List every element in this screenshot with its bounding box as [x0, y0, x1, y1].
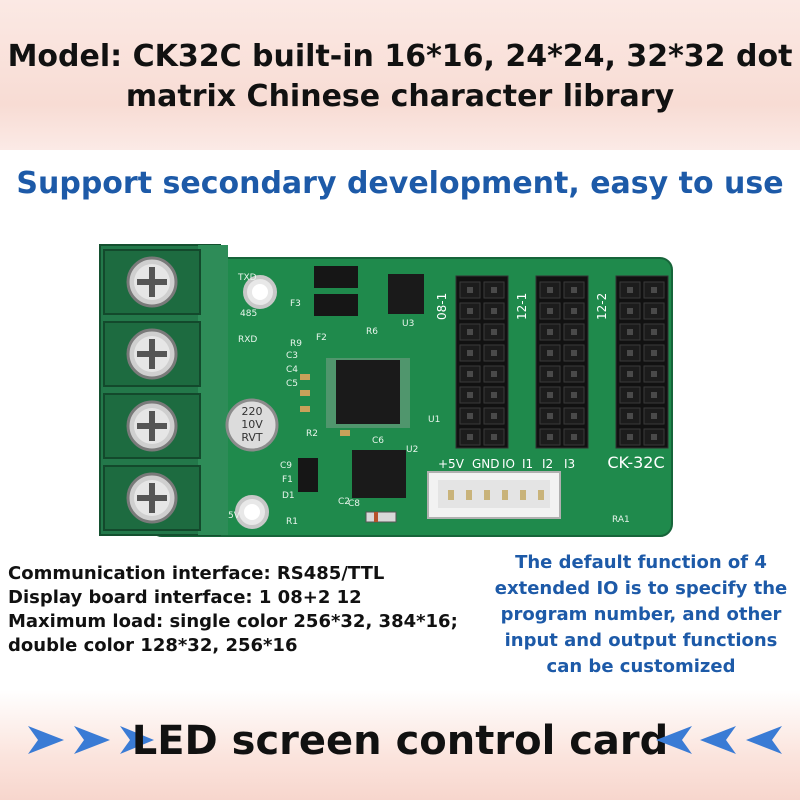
product-title: LED screen control card	[131, 718, 669, 764]
pin-label: GND	[472, 457, 500, 471]
silkscreen-label: F2	[316, 333, 327, 343]
silkscreen-label: RA1	[612, 515, 630, 525]
silkscreen-label: C2	[338, 497, 350, 507]
spec-communication: Communication interface: RS485/TTL	[8, 563, 385, 584]
silkscreen-label: F1	[282, 475, 293, 485]
pin-header	[455, 275, 509, 449]
header-label-08-1: 08-1	[435, 293, 449, 320]
silkscreen-label: 485	[240, 309, 257, 319]
pin-label: +5V	[438, 457, 465, 471]
model-title-line1: Model: CK32C built-in 16*16, 24*24, 32*3…	[7, 39, 793, 74]
pin-label: I1	[522, 457, 533, 471]
silkscreen-label: C4	[286, 365, 298, 375]
capacitor-label: RVT	[241, 431, 263, 444]
silkscreen-label: F3	[290, 299, 301, 309]
silkscreen-label: R6	[366, 327, 378, 337]
io-connector	[427, 471, 561, 519]
silkscreen-label: R1	[286, 517, 298, 527]
pin-label: I3	[564, 457, 575, 471]
right-arrow-decoration	[656, 722, 782, 758]
silkscreen-label: R2	[306, 429, 318, 439]
board-model-label: CK-32C	[607, 453, 664, 472]
pin-label: IO	[502, 457, 515, 471]
silkscreen-label: RXD	[238, 335, 257, 345]
silkscreen-label: U3	[402, 319, 414, 329]
spec-max-load-double: double color 128*32, 256*16	[8, 635, 298, 656]
chip-u1	[326, 358, 410, 428]
io-function-note: The default function of 4 extended IO is…	[494, 552, 788, 677]
silkscreen-label: C9	[280, 461, 292, 471]
silkscreen-label: 5V	[228, 511, 241, 521]
capacitor-label: 220	[242, 405, 263, 418]
silkscreen-label: C6	[372, 436, 384, 446]
silkscreen-label: C8	[348, 499, 360, 509]
chip-u2	[352, 450, 406, 498]
header-background	[0, 0, 800, 150]
silkscreen-label: C3	[286, 351, 298, 361]
header-label-12-2: 12-2	[595, 293, 609, 320]
specifications: Communication interface: RS485/TTL Displ…	[8, 562, 488, 658]
silkscreen-label: C5	[286, 379, 298, 389]
pin-header	[535, 275, 589, 449]
screw-terminal-block	[99, 244, 228, 536]
terminal-screw	[103, 465, 201, 531]
terminal-screw	[103, 393, 201, 459]
feature-subtitle: Support secondary development, easy to u…	[16, 166, 784, 201]
silkscreen-label: D1	[282, 491, 295, 501]
spec-display-board: Display board interface: 1 08+2 12	[8, 587, 362, 608]
chip-u3	[388, 274, 424, 314]
header-label-12-1: 12-1	[515, 293, 529, 320]
pin-header	[615, 275, 669, 449]
silkscreen-label: TXD	[237, 273, 257, 283]
terminal-screw	[103, 249, 201, 315]
pin-label: I2	[542, 457, 553, 471]
capacitor-label: 10V	[241, 418, 263, 431]
model-title-line2: matrix Chinese character library	[125, 79, 675, 114]
silkscreen-label: R9	[290, 339, 302, 349]
fuse	[314, 266, 358, 288]
silkscreen-label: U1	[428, 415, 440, 425]
spec-max-load-single: Maximum load: single color 256*32, 384*1…	[8, 611, 458, 632]
terminal-screw	[103, 321, 201, 387]
fuse	[314, 294, 358, 316]
electrolytic-capacitor: 220 10V RVT	[225, 398, 279, 452]
silkscreen-label: U2	[406, 445, 418, 455]
left-arrow-decoration	[28, 722, 154, 758]
